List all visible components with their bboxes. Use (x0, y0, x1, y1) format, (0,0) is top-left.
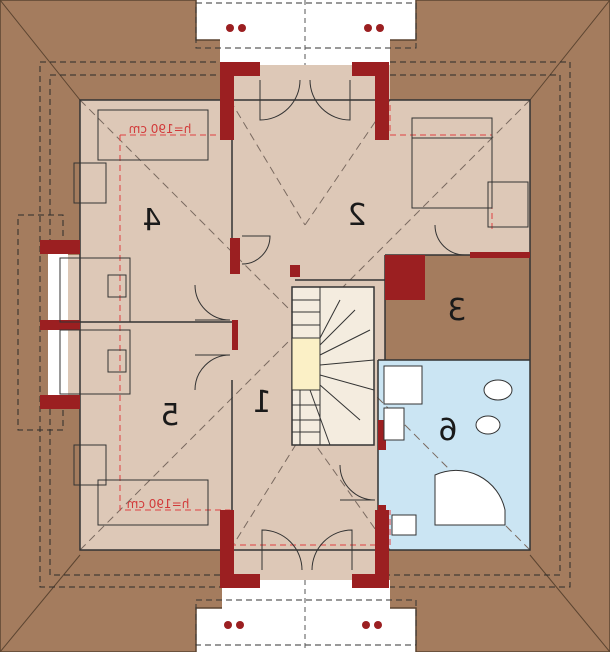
room-label-5: 5 (160, 398, 179, 433)
structural-walls (40, 62, 530, 588)
height-label-top: h=190 cm (129, 122, 192, 136)
height-label-bottom: h=190 cm (127, 497, 190, 511)
staircase (291, 286, 375, 446)
furniture (59, 109, 529, 526)
room-label-3: 3 (447, 293, 466, 328)
room-label-6: 6 (438, 413, 457, 448)
height-labels: h=190 cm h=190 cm (127, 122, 192, 511)
doors (194, 79, 466, 571)
dormer-dots (224, 24, 384, 629)
room-label-1: 1 (252, 385, 271, 420)
bathroom-fixtures (383, 365, 513, 536)
dormers (195, 0, 417, 652)
room-label-4: 4 (142, 203, 161, 238)
room-labels: 1 2 3 4 5 6 (142, 198, 466, 448)
room-label-2: 2 (347, 198, 366, 233)
